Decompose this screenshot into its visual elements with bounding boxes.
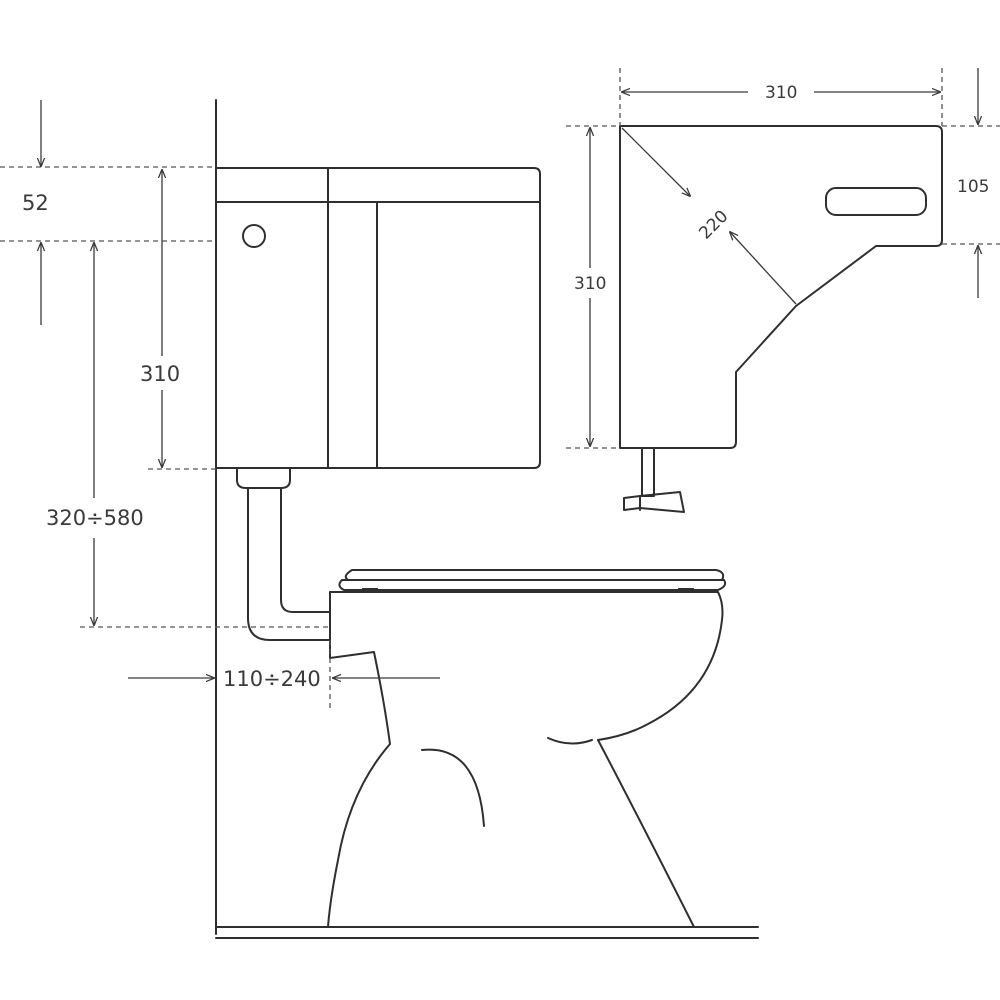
cistern-corner-view [619,125,943,513]
seat-top [344,569,725,581]
bowl-front [327,591,391,928]
cistern-front [215,167,541,469]
guide-lines-right [566,68,1000,449]
dimension-arrows-right [590,68,978,446]
label-wall-offset: 110÷240 [223,667,321,691]
label-bg-310-front [136,356,188,390]
label-tank-height-front: 310 [140,362,180,386]
valve-handle [623,491,685,513]
toilet-bowl [327,569,727,928]
flush-pipe [236,467,331,641]
label-tank-width-top: 310 [765,83,797,103]
cistern-outline [215,167,541,469]
arrow-220-bottom [730,232,797,305]
corner-cistern-outline [619,125,943,449]
bowl-back [597,739,695,928]
label-flush-pipe-height: 320÷580 [46,506,144,530]
arrow-220-top [621,127,690,196]
trap-curve [421,748,485,827]
bowl-rim [329,591,724,741]
label-bg-310-side [572,268,610,298]
pipe-outer [247,487,331,641]
label-bg-320-580 [44,498,146,538]
label-tank-lid-height: 52 [22,191,49,215]
label-tank-height-side: 310 [574,274,606,294]
wall-and-floor [215,99,759,939]
label-tank-depth: 105 [957,177,989,197]
guide-lines-left [0,166,331,708]
valve-stem [641,447,655,497]
flush-slot-icon [825,187,927,216]
seat-lid [338,579,727,591]
trap-inner [547,737,593,745]
flush-button-icon [242,224,266,248]
dimension-arrows-left [41,100,440,678]
label-corner-diagonal: 220 [695,206,732,243]
pipe-inner [280,487,331,613]
pipe-connector [236,467,291,489]
